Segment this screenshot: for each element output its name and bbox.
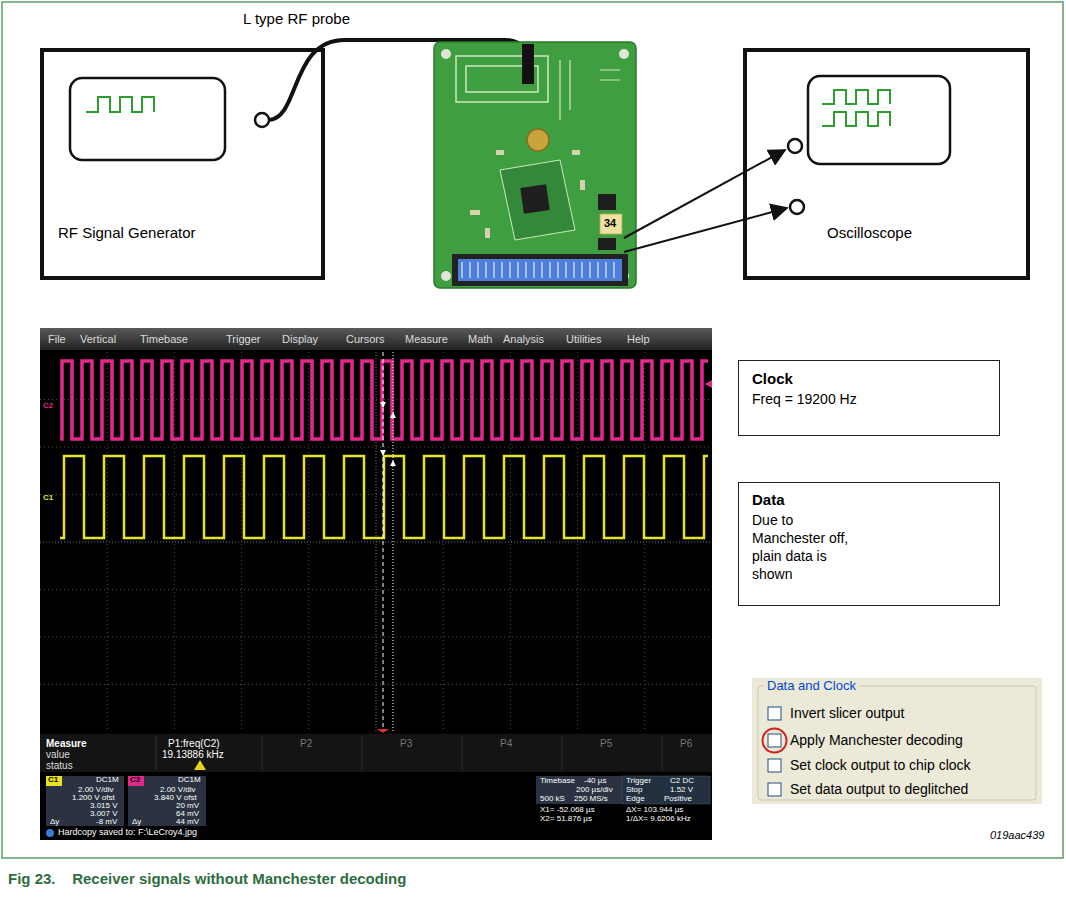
measure-param: P6 [680, 738, 692, 749]
group-title: Data and Clock [764, 678, 859, 694]
probe-label: L type RF probe [243, 11, 350, 28]
measure-heading: Measure [46, 738, 87, 749]
note-body: Due to Manchester off, plain data is sho… [752, 511, 864, 583]
menu-item: Analysis [503, 333, 544, 345]
trigger-field: Stop [626, 786, 642, 795]
generator-screen [70, 78, 225, 160]
trigger-field: 1.52 V [670, 786, 693, 795]
timebase-field: Timebase [540, 777, 575, 786]
instrument-name: Oscilloscope [827, 224, 912, 242]
channel-id: C2 [130, 776, 140, 785]
probe-wire [624, 208, 787, 252]
channel-value: Δy [50, 818, 59, 827]
checkbox-label: Apply Manchester decoding [790, 732, 963, 749]
timebase-field: 250 MS/s [574, 795, 608, 804]
checkbox-label: Invert slicer output [790, 705, 904, 722]
checkbox-label: Set data output to deglitched [790, 781, 968, 798]
menu-item: Cursors [346, 333, 385, 345]
probe-wire [624, 150, 785, 238]
input-port [788, 139, 802, 153]
note-heading: Data [752, 491, 785, 509]
menu-item: Vertical [80, 333, 116, 345]
timebase-field: -40 µs [584, 777, 606, 786]
checkbox-label: Set clock output to chip clock [790, 757, 971, 774]
note-body: Freq = 19200 Hz [752, 391, 857, 408]
menu-item: Trigger [226, 333, 260, 345]
cursor-readout: ΔX= 103.944 µs [626, 806, 683, 815]
menu-item: Utilities [566, 333, 601, 345]
measure-row: value [46, 749, 70, 760]
figure-id: 019aac439 [990, 829, 1044, 841]
highlight-circle [763, 729, 787, 753]
instrument-name: RF Signal Generator [58, 224, 196, 242]
channel-value: 44 mV [176, 818, 199, 827]
timebase-field: 500 kS [540, 795, 565, 804]
menu-item: Math [468, 333, 492, 345]
measure-row: status [46, 760, 73, 771]
channel-marker: C2 [43, 402, 53, 411]
scope-screenshot [40, 328, 712, 840]
trigger-field: Trigger [626, 777, 651, 786]
cursor-readout: X1= -52.068 µs [540, 806, 595, 815]
status-message: Hardcopy saved to: F:\LeCroy4.jpg [58, 828, 197, 838]
cursor-readout: X2= 51.876 µs [540, 815, 592, 824]
settings-groupbox: Data and ClockInvert slicer outputApply … [752, 678, 1042, 806]
measure-param: P2 [300, 738, 312, 749]
output-port [255, 113, 269, 127]
menu-item: File [48, 333, 66, 345]
menu-item: Help [627, 333, 650, 345]
menu-item: Measure [405, 333, 448, 345]
channel-coupling: DC1M [178, 776, 201, 785]
timebase-field: 200 µs/div [576, 786, 613, 795]
measure-value: 19.13886 kHz [162, 749, 224, 760]
channel-marker: C1 [43, 494, 53, 503]
channel-value: Δy [132, 818, 141, 827]
instrument-box: Oscilloscope [743, 48, 1030, 280]
input-port [790, 200, 804, 214]
settings-panel [752, 678, 1042, 804]
note-box: DataDue to Manchester off, plain data is… [738, 482, 1000, 606]
cursor-readout: 1/ΔX= 9.6206 kHz [626, 815, 691, 824]
pcb-board [434, 42, 636, 288]
board-sticker: 34 [604, 217, 616, 229]
menu-item: Display [282, 333, 318, 345]
measure-param: P4 [500, 738, 512, 749]
channel-value: -8 mV [96, 818, 117, 827]
channel-coupling: DC1M [96, 776, 119, 785]
channel-id: C1 [48, 776, 58, 785]
measure-param: P5 [600, 738, 612, 749]
note-box: ClockFreq = 19200 Hz [738, 360, 1000, 436]
oscilloscope-screen [808, 76, 950, 164]
measure-param: P1:freq(C2) [168, 738, 220, 749]
instrument-box: RF Signal Generator [40, 48, 325, 280]
trigger-field: Edge [626, 795, 645, 804]
figure-frame [2, 2, 1063, 858]
figure-caption: Fig 23. Receiver signals without Manches… [8, 870, 406, 888]
measure-param: P3 [400, 738, 412, 749]
trigger-field: C2 DC [670, 777, 694, 786]
note-heading: Clock [752, 370, 793, 388]
trigger-field: Positive [664, 795, 692, 804]
menu-item: Timebase [140, 333, 188, 345]
